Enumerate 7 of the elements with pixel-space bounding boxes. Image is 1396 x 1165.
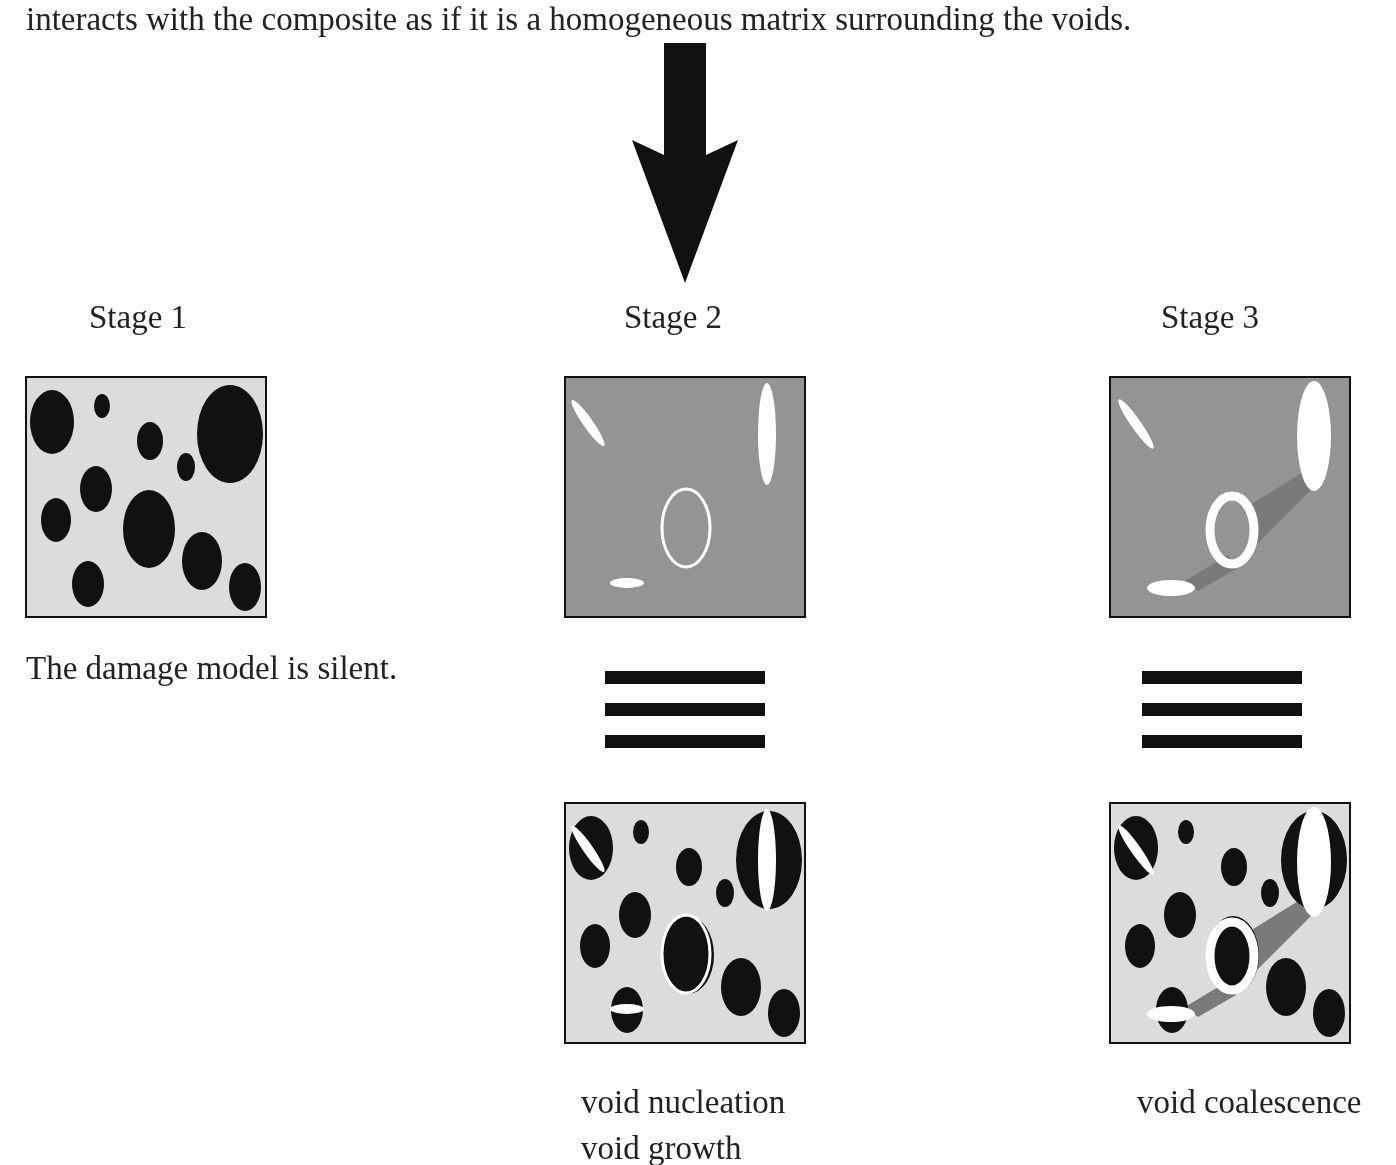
caption-text: interacts with the composite as if it is a homogeneous matrix surrounding the voids. <box>26 0 1132 39</box>
process-label: void nucleation <box>581 1083 786 1122</box>
process-label: void coalescence <box>1137 1083 1362 1122</box>
note-text: The damage model is silent. <box>26 649 398 688</box>
stage-label: Stage 1 <box>89 298 188 337</box>
stage-label: Stage 3 <box>1161 298 1260 337</box>
stage-label: Stage 2 <box>624 298 723 337</box>
